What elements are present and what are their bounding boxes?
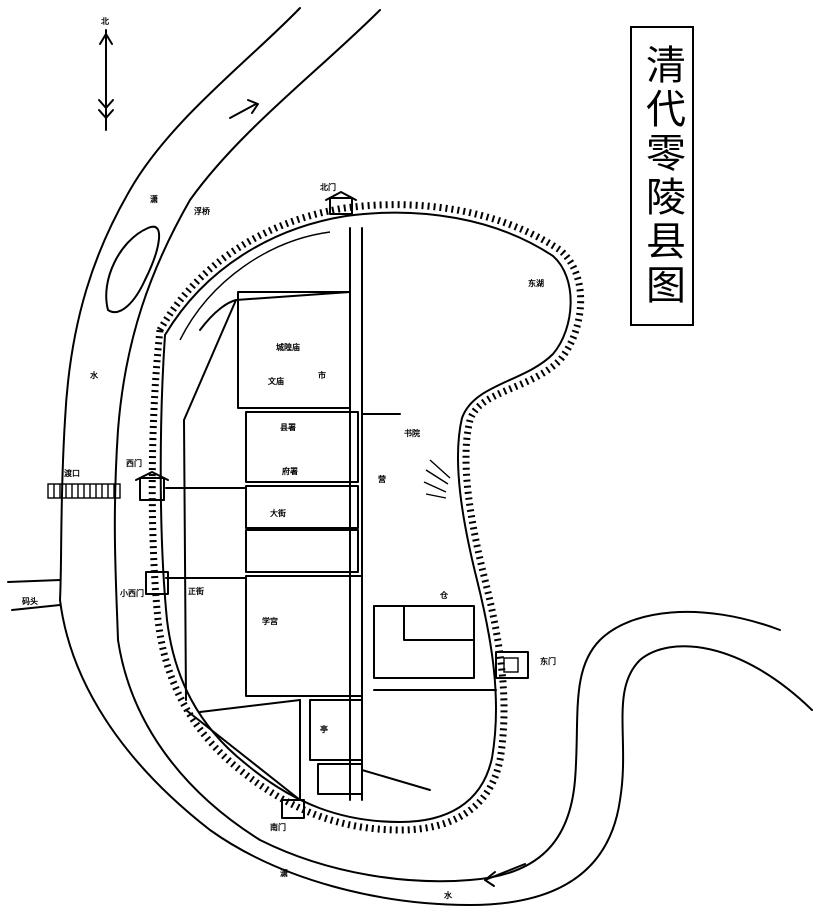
city-wall bbox=[148, 201, 585, 834]
label-river-bottom-right: 水 bbox=[443, 890, 453, 900]
label-warehouse: 仓 bbox=[439, 590, 449, 600]
label-south-gate: 南门 bbox=[270, 822, 286, 832]
small-west-gate-icon bbox=[145, 571, 169, 595]
label-pavilion: 亭 bbox=[320, 724, 328, 734]
label-ferry: 渡口 bbox=[64, 468, 80, 478]
label-market: 市 bbox=[318, 370, 326, 380]
label-street-a: 大街 bbox=[270, 508, 286, 518]
label-dock: 码头 bbox=[22, 596, 38, 606]
label-office-a: 县署 bbox=[280, 422, 296, 432]
label-river-top: 潇 bbox=[150, 194, 158, 204]
label-bridge: 浮桥 bbox=[194, 206, 211, 216]
label-small-west-gate: 小西门 bbox=[119, 588, 144, 598]
south-gate-icon bbox=[281, 799, 305, 819]
map-title-box: 清代零陵县图 bbox=[630, 26, 694, 326]
east-gate-icon bbox=[495, 651, 529, 679]
map-labels: 北门 东门 西门 小西门 南门 潇 水 潇 水 码头 渡口 浮桥 城隍庙 文庙 … bbox=[22, 182, 556, 900]
label-west-gate: 西门 bbox=[126, 458, 142, 468]
north-gate-icon bbox=[325, 191, 357, 215]
river bbox=[7, 7, 813, 906]
label-temple-b: 文庙 bbox=[268, 376, 284, 386]
label-river-bottom-left: 潇 bbox=[280, 868, 288, 878]
label-north-gate: 北门 bbox=[320, 182, 336, 192]
north-arrow-icon: 北 bbox=[98, 16, 114, 131]
compass-north-label: 北 bbox=[101, 16, 109, 26]
label-office-b: 府署 bbox=[282, 466, 298, 476]
label-school: 学宫 bbox=[262, 616, 278, 626]
label-east-gate: 东门 bbox=[540, 656, 556, 666]
label-river-left: 水 bbox=[89, 370, 99, 380]
label-temple-a: 城隍庙 bbox=[276, 342, 300, 352]
bridge bbox=[47, 483, 121, 499]
west-gate-icon bbox=[135, 471, 169, 501]
label-lake: 东湖 bbox=[528, 278, 544, 288]
hill-symbol-icon bbox=[423, 459, 451, 499]
label-street-b: 正街 bbox=[188, 586, 204, 596]
map-title: 清代零陵县图 bbox=[639, 44, 685, 308]
streets bbox=[165, 227, 497, 801]
label-barracks: 营 bbox=[378, 474, 386, 484]
label-academy: 书院 bbox=[404, 428, 420, 438]
